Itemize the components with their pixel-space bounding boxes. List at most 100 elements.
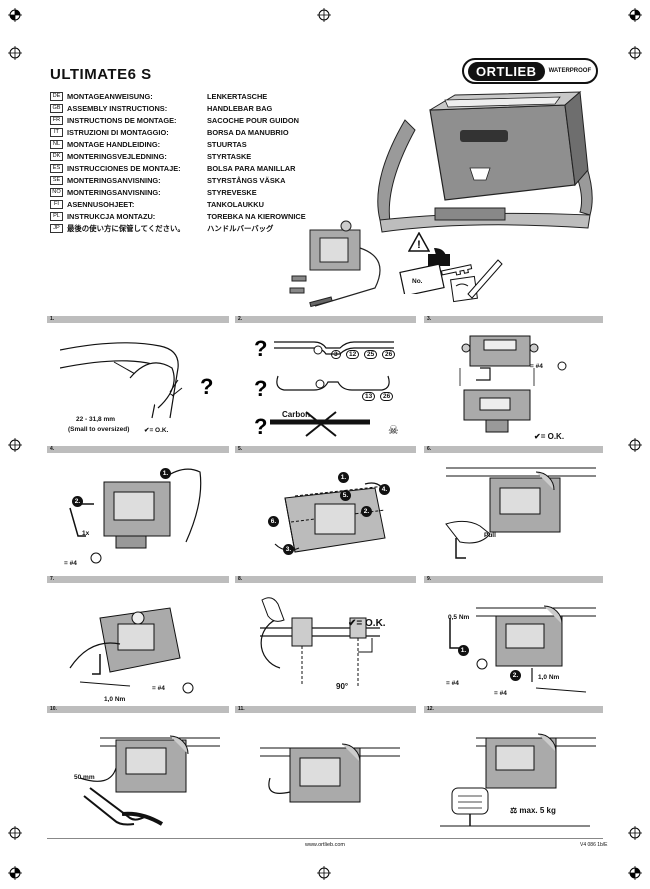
instruction-label: MONTERINGSVEJLEDNING:	[67, 151, 167, 161]
product-name: BORSA DA MANUBRIO	[207, 127, 289, 137]
step-1-diameter-label: 22 - 31,8 mm	[76, 416, 116, 423]
step-4-mount-illustration	[69, 468, 202, 564]
instruction-label: MONTERINGSANVISNING:	[67, 187, 161, 197]
step-9-torque-large: 1,0 Nm	[538, 674, 560, 681]
step-9-marker-2: 2.	[510, 670, 521, 681]
key-number-label: No.	[412, 278, 423, 285]
product-name: HANDLEBAR BAG	[207, 103, 273, 113]
registration-mark-icon	[317, 866, 331, 880]
registration-mark-icon	[628, 866, 642, 880]
product-name: STYRSTÅNGS VÄSKA	[207, 175, 286, 185]
step-5-marker-3: 3.	[283, 544, 294, 555]
language-row: NL MONTAGE HANDLEIDING: STUURTAS	[50, 138, 310, 150]
language-code: ES	[50, 163, 63, 173]
registration-mark-icon	[317, 8, 331, 22]
svg-text:☠: ☠	[388, 423, 399, 437]
step-5-marker-2: 2.	[361, 506, 372, 517]
product-name: BOLSA PARA MANILLAR	[207, 163, 296, 173]
instruction-label: ASENNUSOHJEET:	[67, 199, 135, 209]
svg-text:?: ?	[254, 376, 267, 401]
product-name: TOREBKA NA KIEROWNICE	[207, 211, 306, 221]
instruction-label: MONTAGE HANDLEIDING:	[67, 139, 161, 149]
language-row: GB ASSEMBLY INSTRUCTIONS: HANDLEBAR BAG	[50, 102, 310, 114]
language-code: NO	[50, 187, 63, 197]
step-bar-8: 8.	[235, 576, 416, 583]
svg-text:?: ?	[254, 336, 267, 361]
footer-url[interactable]: www.ortlieb.com	[304, 842, 346, 848]
registration-mark-icon	[628, 826, 642, 840]
language-code: FI	[50, 199, 63, 209]
mount-kit-illustration	[289, 220, 381, 308]
step-2-size-3: 3	[331, 350, 341, 359]
language-code: NL	[50, 139, 63, 149]
step-6-pull-label: Pull	[484, 532, 496, 539]
step-4-turn-label: 1x	[82, 530, 90, 537]
svg-text:?: ?	[200, 374, 213, 399]
step-2-size-26b: 26	[380, 392, 394, 401]
step-3-tool-label: = #4	[530, 363, 543, 370]
registration-mark-icon	[628, 46, 642, 60]
language-code: SE	[50, 175, 63, 185]
product-name: STYREVESKE	[207, 187, 257, 197]
registration-mark-icon	[628, 8, 642, 22]
step-2-handlebar-types: ? ? ? ☠	[254, 336, 399, 439]
step-1-size-note: (Small to oversized)	[68, 426, 130, 433]
language-row: NO MONTERINGSANVISNING: STYREVESKE	[50, 186, 310, 198]
step-9-tool-label-a: = #4	[446, 680, 459, 687]
registration-mark-icon	[8, 866, 22, 880]
bag-illustration	[377, 90, 593, 233]
language-row: DK MONTERINGSVEJLEDNING: STYRTASKE	[50, 150, 310, 162]
step-9-torque-small: 0,5 Nm	[448, 614, 470, 621]
step-7-tool-label: = #4	[152, 685, 165, 692]
step-2-size-26: 26	[382, 350, 396, 359]
language-code: PL	[50, 211, 63, 221]
key-icon	[399, 248, 473, 294]
registration-mark-icon	[8, 8, 22, 22]
logo-wordmark: ORTLIEB	[468, 61, 545, 81]
product-name: LENKERTASCHE	[207, 91, 268, 101]
instruction-label: ASSEMBLY INSTRUCTIONS:	[67, 103, 168, 113]
product-name: SACOCHE POUR GUIDON	[207, 115, 299, 125]
language-code: GB	[50, 103, 63, 113]
step-bar-4: 4.	[47, 446, 229, 453]
step-2-size-12: 12	[346, 350, 360, 359]
step-4-marker-2: 2.	[72, 496, 83, 507]
step-2-size-25: 25	[364, 350, 378, 359]
step-10-length-label: 50 mm	[74, 774, 95, 781]
instruction-label: MONTERINGSANVISNING:	[67, 175, 161, 185]
step-2-carbon-label: Carbon	[282, 410, 310, 419]
step-bar-7: 7.	[47, 576, 229, 583]
step-3-mount-illustration	[459, 335, 567, 433]
warning-icon: !	[408, 232, 430, 252]
language-code: IT	[50, 127, 63, 137]
step-3-ok-label: ✔= O.K.	[534, 432, 565, 441]
step-1-handlebar-illustration: ?	[60, 342, 213, 419]
step-11-mount-illustration	[260, 743, 400, 803]
instruction-label: INSTRUCCIONES DE MONTAJE:	[67, 163, 181, 173]
step-bar-3: 3.	[424, 316, 603, 323]
registration-mark-icon	[628, 438, 642, 452]
registration-mark-icon	[8, 46, 22, 60]
step-7-torque-label: 1,0 Nm	[104, 696, 126, 703]
product-name: STUURTAS	[207, 139, 247, 149]
step-12-max-load-label: ⚖ max. 5 kg	[510, 806, 556, 815]
step-bar-12: 12.	[424, 706, 603, 713]
instruction-label: MONTAGEANWEISUNG:	[67, 91, 153, 101]
step-9-marker-1: 1.	[458, 645, 469, 656]
step-bar-6: 6.	[424, 446, 603, 453]
product-name: STYRTASKE	[207, 151, 252, 161]
registration-mark-icon	[8, 826, 22, 840]
pen-and-card-icon	[450, 259, 503, 303]
svg-text:?: ?	[254, 414, 267, 439]
language-code: DK	[50, 151, 63, 161]
step-bar-10: 10.	[47, 706, 229, 713]
registration-mark-icon	[8, 438, 22, 452]
step-4-marker-1: 1.	[160, 468, 171, 479]
svg-text:!: !	[417, 239, 421, 251]
step-6-mount-illustration	[445, 467, 596, 559]
